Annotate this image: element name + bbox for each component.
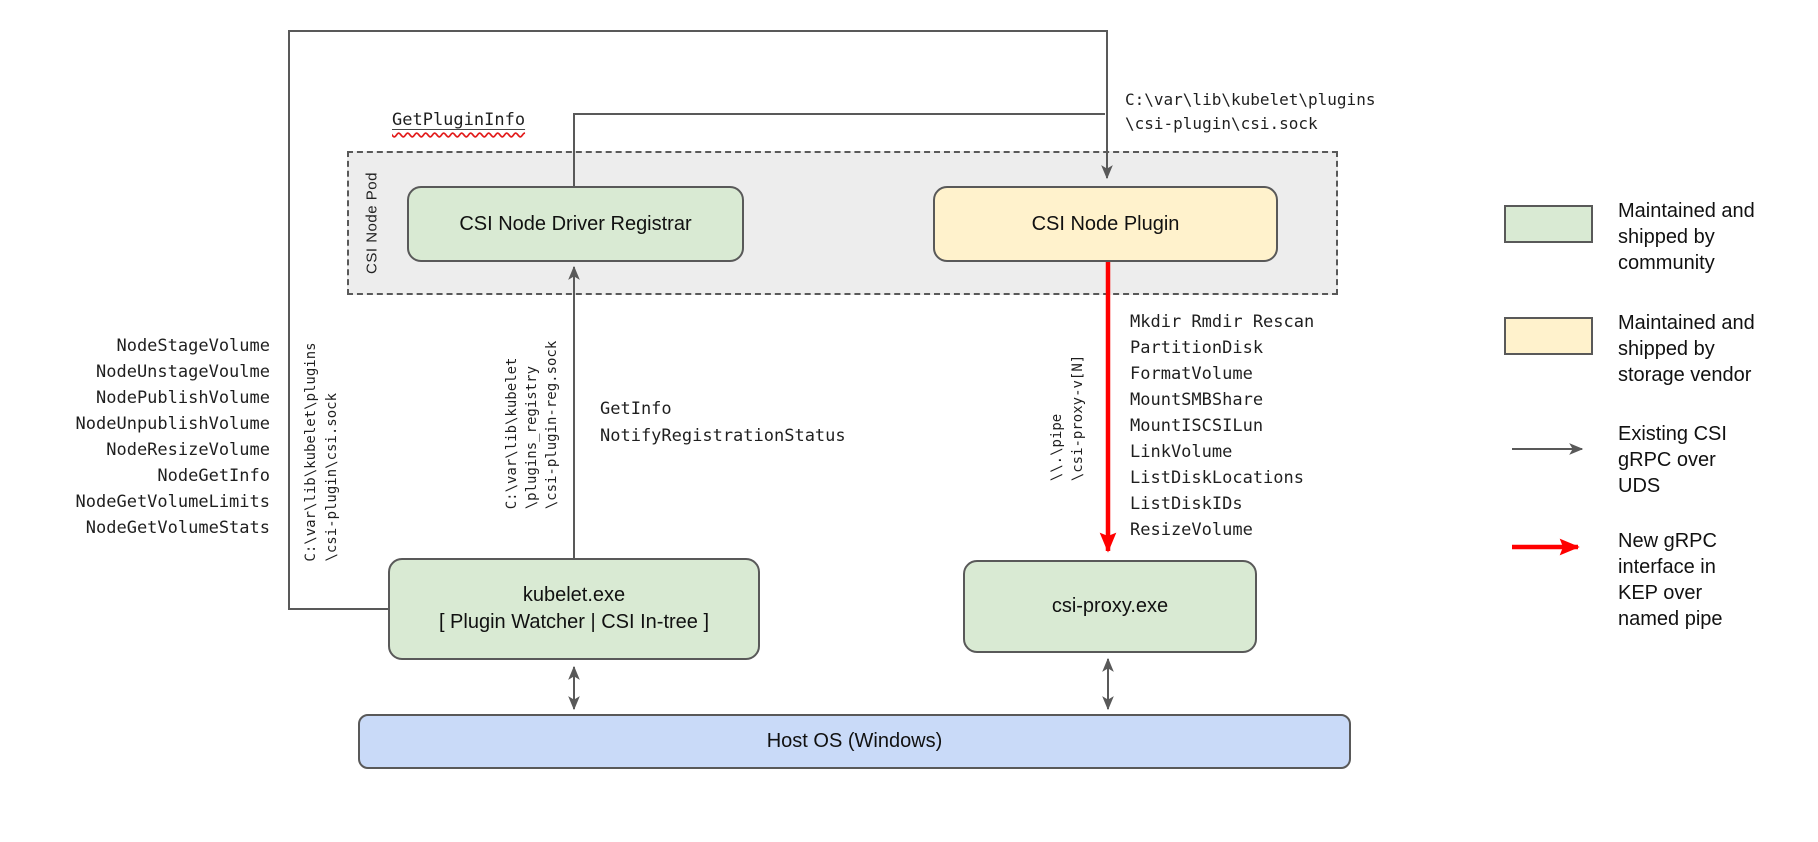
legend-new-grpc-label: New gRPC interface in KEP over named pip…: [1618, 530, 1723, 630]
legend-community-label: Maintained and shipped by community: [1618, 200, 1755, 274]
registry-sock-path-label: C:\var\lib\kubelet \plugins_registry \cs…: [504, 340, 560, 510]
legend-vendor-swatch: [1504, 317, 1593, 355]
host-os-box: Host OS (Windows): [358, 714, 1351, 769]
registrar-to-plugin-connector: [573, 113, 1105, 187]
csi-sock-path-left-label: C:\var\lib\kubelet\plugins \csi-plugin\c…: [303, 342, 340, 562]
get-plugin-info-label: GetPluginInfo: [392, 110, 526, 130]
kubelet-box: kubelet.exe [ Plugin Watcher | CSI In-tr…: [388, 558, 760, 660]
node-methods-list: NodeStageVolume NodeUnstageVoulme NodePu…: [75, 336, 270, 538]
host-os-label: Host OS (Windows): [766, 730, 943, 752]
csi-node-plugin-box: CSI Node Plugin: [933, 186, 1278, 262]
legend-community-swatch: [1504, 205, 1593, 243]
csi-proxy-label: csi-proxy.exe: [1051, 595, 1169, 617]
legend-existing-grpc-label: Existing CSI gRPC over UDS: [1618, 423, 1727, 497]
csi-node-plugin-label: CSI Node Plugin: [1031, 212, 1180, 235]
csi-proxy-box: csi-proxy.exe: [963, 560, 1257, 653]
csi-node-driver-registrar-box: CSI Node Driver Registrar: [407, 186, 744, 262]
legend-vendor-label: Maintained and shipped by storage vendor: [1618, 312, 1755, 386]
registration-methods-list: GetInfo NotifyRegistrationStatus: [600, 399, 846, 446]
csi-sock-path-top-label: C:\var\lib\kubelet\plugins \csi-plugin\c…: [1125, 90, 1376, 133]
kubelet-label: kubelet.exe [ Plugin Watcher | CSI In-tr…: [438, 584, 710, 633]
named-pipe-path-label: \\.\pipe \csi-proxy-v[N]: [1049, 354, 1086, 482]
kubelet-to-plugin-uds-arrow: [288, 30, 1113, 610]
proxy-methods-list: Mkdir Rmdir Rescan PartitionDisk FormatV…: [1130, 312, 1315, 540]
csi-node-driver-registrar-label: CSI Node Driver Registrar: [459, 212, 692, 235]
